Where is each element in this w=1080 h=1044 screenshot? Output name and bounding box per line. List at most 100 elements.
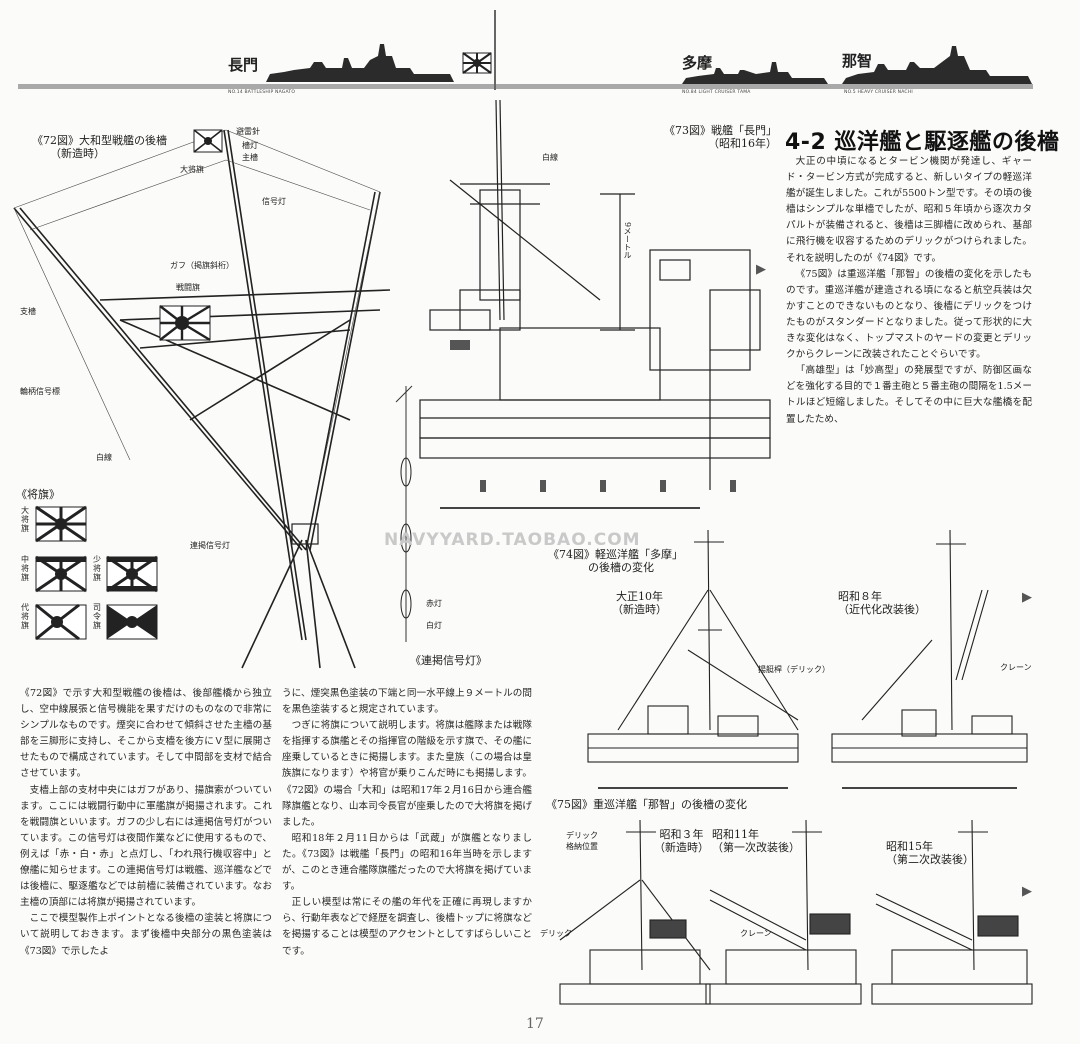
fig75-nachi-1928-drawing bbox=[559, 819, 711, 1005]
fig75-era3-line2: （第二次改装後） bbox=[886, 853, 974, 866]
shireiki-flag-icon bbox=[106, 604, 158, 640]
fig73-label-hakusen: 白線 bbox=[542, 153, 558, 162]
page-number: 17 bbox=[526, 1016, 544, 1032]
fig72-label-sentouki: 戦闘旗 bbox=[176, 283, 200, 292]
body-column-middle: うに、煙突黒色塗装の下端と同一水平線上９メートルの間を黒色塗装すると規定されてい… bbox=[282, 686, 532, 960]
fig73-caption-line2: （昭和16年） bbox=[708, 137, 777, 150]
body-paragraph: つぎに将旗について説明します。将旗は艦隊または戦隊を指揮する旗艦とその指揮官の階… bbox=[282, 720, 532, 828]
fig72-label-shushou: 主檣 bbox=[242, 153, 258, 162]
section-paragraph: 《75図》は重巡洋艦「那智」の後檣の変化を示したものです。重巡洋艦が建造される頃… bbox=[786, 268, 1032, 361]
renkei-caption: 《連掲信号灯》 bbox=[410, 654, 487, 667]
fig75-label-derrick: デリック bbox=[540, 929, 572, 938]
fig75-caption: 《75図》重巡洋艦「那智」の後檣の変化 bbox=[546, 798, 747, 811]
fig75-era3: 昭和15年 （第二次改装後） bbox=[886, 840, 974, 866]
body-paragraph: 支檣上部の支材中央にはガフがあり、揚旗索がついています。ここには戦闘行動中に軍艦… bbox=[20, 784, 272, 909]
fig72-label-hakusen: 白線 bbox=[96, 453, 112, 462]
renkei-label-red: 赤灯 bbox=[426, 599, 442, 608]
flags-label-dai: 代将旗 bbox=[21, 603, 29, 630]
flags-title: 《将旗》 bbox=[16, 488, 60, 501]
fig75-label-derrick-pos: デリック 格納位置 bbox=[566, 830, 598, 852]
fig72-mast-drawing bbox=[13, 129, 391, 669]
banner-rule bbox=[18, 84, 1033, 89]
fig72-label-rinpei: 輪柄信号標 bbox=[20, 387, 60, 396]
fig74-caption-line2: の後檣の変化 bbox=[588, 561, 654, 574]
fig75-nachi-1940-drawing bbox=[871, 819, 1033, 1005]
banner-nachi-caption: NO.5 HEAVY CRUISER NACHI bbox=[844, 90, 913, 95]
next-arrow-icon-1: ▶ bbox=[756, 262, 766, 277]
section-paragraph: 大正の中頃になるとタービン機関が発達し、ギャード・タービン方式が完成すると、新し… bbox=[786, 156, 1032, 264]
body-paragraph: 《72図》で示す大和型戦艦の後檣は、後部艦橋から独立し、空中線展張と信号機能を果… bbox=[20, 688, 272, 780]
fig74-era2-line2: （近代化改装後） bbox=[838, 603, 926, 616]
fig75-label-crane: クレーン bbox=[740, 929, 772, 938]
fig73-nagato-drawing bbox=[419, 99, 771, 509]
flags-label-chujou: 中将旗 bbox=[21, 555, 29, 582]
fig72-caption-line2: （新造時） bbox=[50, 147, 105, 160]
fig75-derrick-pos-line1: デリック bbox=[566, 831, 598, 840]
renkei-label-white: 白灯 bbox=[426, 621, 442, 630]
body-paragraph: 正しい模型は常にその艦の年代を正確に再現しますから、行動年表などで経歴を調査し、… bbox=[282, 897, 532, 957]
fig74-era1-line2: （新造時） bbox=[612, 603, 667, 616]
shoushouki-flag-icon bbox=[106, 555, 158, 593]
banner-mast bbox=[494, 10, 496, 90]
fig72-caption-line1: 《72図》大和型戦艦の後檣 bbox=[32, 134, 167, 147]
fig72-label-shichuu: 支檣 bbox=[20, 307, 36, 316]
section-paragraph: 「高雄型」は「妙高型」の発展型ですが、防御区画などを強化する目的で１番主砲と５番… bbox=[786, 365, 1032, 425]
fig72-caption: 《72図》大和型戦艦の後檣 （新造時） bbox=[32, 134, 167, 160]
banner-nagato-name: 長門 bbox=[228, 56, 259, 74]
chujouki-flag-icon bbox=[35, 555, 87, 593]
nagato-silhouette bbox=[266, 44, 454, 82]
fig75-era1-line2: （新造時） bbox=[654, 841, 709, 854]
flags-label-shoushou: 少将旗 bbox=[93, 555, 101, 582]
fig74-caption-line1: 《74図》軽巡洋艦「多摩」 bbox=[548, 548, 683, 561]
fig74-era2: 昭和８年 （近代化改装後） bbox=[838, 590, 926, 616]
body-paragraph: ここで模型製作上ポイントとなる後檣の塗装と将旗について説明しておきます。まず後檣… bbox=[20, 913, 272, 957]
fig75-nachi-1936-drawing bbox=[705, 819, 862, 1005]
body-paragraph: 昭和18年２月11日からは「武蔵」が旗艦となりました。《73図》は戦艦「長門」の… bbox=[282, 832, 532, 893]
tama-silhouette bbox=[682, 62, 828, 84]
banner-nagato-caption: NO.14 BATTLESHIP NAGATO bbox=[228, 90, 296, 95]
fig75-era3-line1: 昭和15年 bbox=[886, 840, 933, 853]
fig74-label-crane: クレーン bbox=[1000, 663, 1032, 672]
fig72-ensign-icon bbox=[159, 304, 211, 342]
banner-tama-name: 多摩 bbox=[682, 54, 713, 72]
flags-label-shirei: 司令旗 bbox=[93, 603, 101, 630]
fig72-label-hiraishin: 避雷針 bbox=[236, 127, 260, 136]
fig74-tama-1933-drawing bbox=[831, 529, 1028, 789]
fig75-derrick-pos-line2: 格納位置 bbox=[566, 842, 598, 851]
body-column-left: 《72図》で示す大和型戦艦の後檣は、後部艦橋から独立し、空中線展張と信号機能を果… bbox=[20, 686, 272, 960]
fig72-label-toutou: 檣灯 bbox=[242, 141, 258, 150]
fig75-era2-line1: 昭和11年 bbox=[712, 828, 759, 841]
fig74-tama-1921-drawing bbox=[587, 529, 799, 789]
fig73-label-meter: 9メートル bbox=[623, 222, 632, 260]
banner-nachi-name: 那智 bbox=[842, 52, 873, 70]
section-title: 4-2 巡洋艦と駆逐艦の後檣 bbox=[785, 130, 1060, 155]
watermark: NAVYYARD.TAOBAO.COM bbox=[384, 530, 641, 550]
next-arrow-icon-3: ▶ bbox=[1022, 884, 1032, 899]
fig73-caption-line1: 《73図》戦艦「長門」 bbox=[664, 124, 777, 137]
fig74-era2-line1: 昭和８年 bbox=[838, 590, 882, 603]
fig74-era1: 大正10年 （新造時） bbox=[612, 590, 667, 616]
fig75-era2: 昭和11年 （第一次改装後） bbox=[712, 828, 800, 854]
taishouki-flag-icon bbox=[35, 505, 87, 543]
fig72-admiral-flag-icon bbox=[193, 129, 223, 153]
next-arrow-icon-2: ▶ bbox=[1022, 590, 1032, 605]
renkei-lamp-drawing bbox=[395, 385, 413, 642]
fig74-caption: 《74図》軽巡洋艦「多摩」 の後檣の変化 bbox=[548, 548, 683, 574]
fig72-label-gaff: ガフ（掲旗斜桁） bbox=[170, 261, 234, 270]
fig72-label-taishouki: 大将旗 bbox=[180, 165, 204, 174]
fig72-label-renkei: 連掲信号灯 bbox=[190, 541, 230, 550]
fig72-label-shingoutou: 信号灯 bbox=[262, 197, 286, 206]
body-paragraph: うに、煙突黒色塗装の下端と同一水平線上９メートルの間を黒色塗装すると規定されてい… bbox=[282, 688, 532, 716]
daishouki-flag-icon bbox=[35, 603, 87, 641]
nachi-silhouette bbox=[842, 46, 1032, 84]
banner-flag-icon bbox=[462, 52, 492, 74]
fig73-caption: 《73図》戦艦「長門」 （昭和16年） bbox=[664, 124, 777, 150]
section-body: 大正の中頃になるとタービン機関が発達し、ギャード・タービン方式が完成すると、新し… bbox=[786, 154, 1032, 428]
banner-tama-caption: NO.84 LIGHT CRUISER TAMA bbox=[682, 90, 751, 95]
flags-label-taishou: 大将旗 bbox=[21, 506, 29, 533]
fig75-era1-line1: 昭和３年 bbox=[659, 828, 704, 841]
fig75-era1: 昭和３年 （新造時） bbox=[654, 828, 709, 854]
fig75-era2-line2: （第一次改装後） bbox=[712, 841, 800, 854]
fig74-era1-line1: 大正10年 bbox=[616, 590, 663, 603]
fig74-label-derrick: 揚艇桿（デリック） bbox=[758, 665, 830, 674]
